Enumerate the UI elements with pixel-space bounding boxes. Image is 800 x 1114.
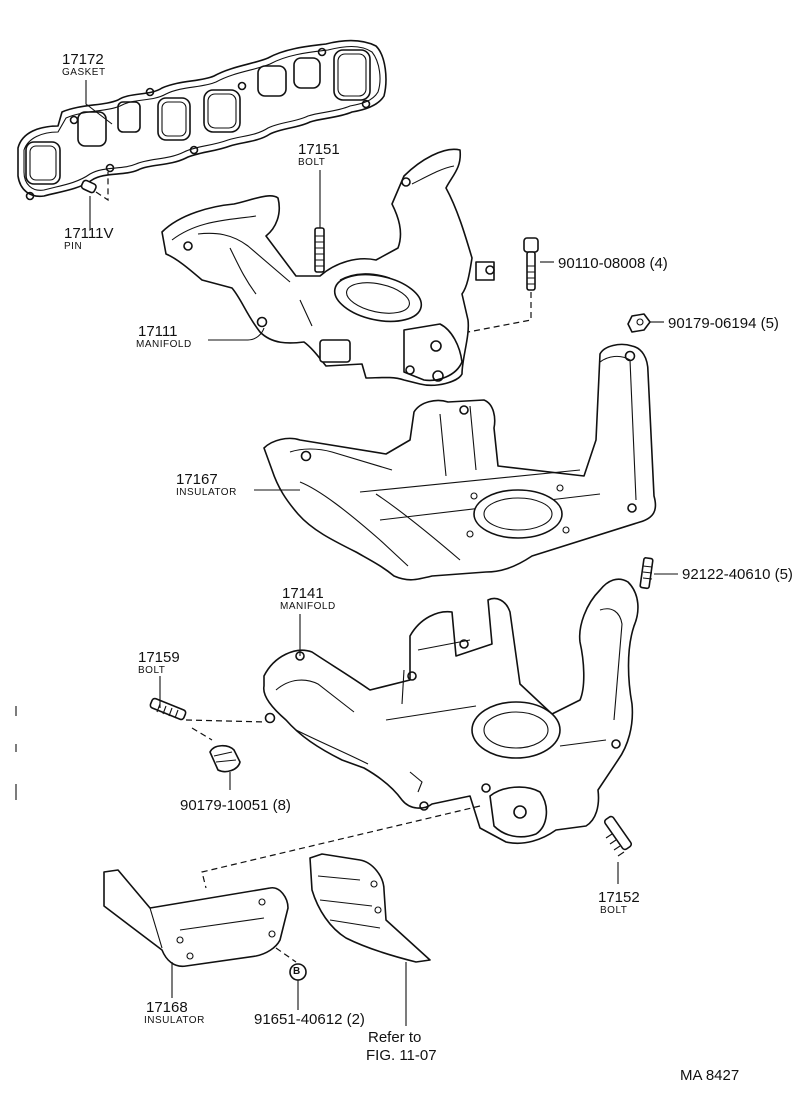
insulator-17167 [263,343,657,581]
marker-b [275,947,307,981]
label-17111V-name: PIN [64,241,83,252]
label-17141-number: 17141 [282,585,324,602]
nut-90179-06194 [627,313,651,333]
label-92122-number: 92122-40610 (5) [682,566,793,583]
label-17151-name: BOLT [298,157,326,168]
pin-17111V [80,172,109,202]
label-17168-name: INSULATOR [144,1015,205,1026]
label-17172-name: GASKET [62,67,106,78]
label-17111V-number: 17111V [64,225,114,242]
label-17159-number: 17159 [138,649,180,666]
bolt-17159 [149,697,267,741]
reference-line1: Refer to [368,1029,422,1046]
marker-b-letter: B [293,966,301,977]
label-17172-number: 17172 [62,51,104,68]
label-17152-number: 17152 [598,889,640,906]
insulator-17168 [103,869,289,968]
gasket-17172 [17,39,387,201]
label-17168-number: 17168 [146,999,188,1016]
label-17167-name: INSULATOR [176,487,237,498]
label-90110-number: 90110-08008 (4) [558,255,668,272]
label-90179-10051-number: 90179-10051 (8) [180,797,291,814]
stud-92122 [639,557,654,590]
shield-fig-11-07 [309,853,431,963]
nut-90179-10051 [209,744,241,773]
label-90179-06194-number: 90179-06194 (5) [668,315,779,332]
label-17111-name: MANIFOLD [136,339,192,350]
label-17111-number: 17111 [138,323,178,340]
label-17167-number: 17167 [176,471,218,488]
label-17151-number: 17151 [298,141,340,158]
label-17159-name: BOLT [138,665,166,676]
manifold-17111 [161,148,495,387]
label-91651-number: 91651-40612 (2) [254,1011,365,1028]
footer-code: MA 8427 [680,1067,740,1084]
manifold-17141 [262,578,639,845]
bolt-17152 [201,805,633,889]
bolt-90110 [467,237,539,333]
label-17152-name: BOLT [600,905,628,916]
leader-lines [85,80,678,1026]
reference-line2: FIG. 11-07 [366,1047,437,1064]
bolt-17151 [314,227,325,273]
label-17141-name: MANIFOLD [280,601,336,612]
